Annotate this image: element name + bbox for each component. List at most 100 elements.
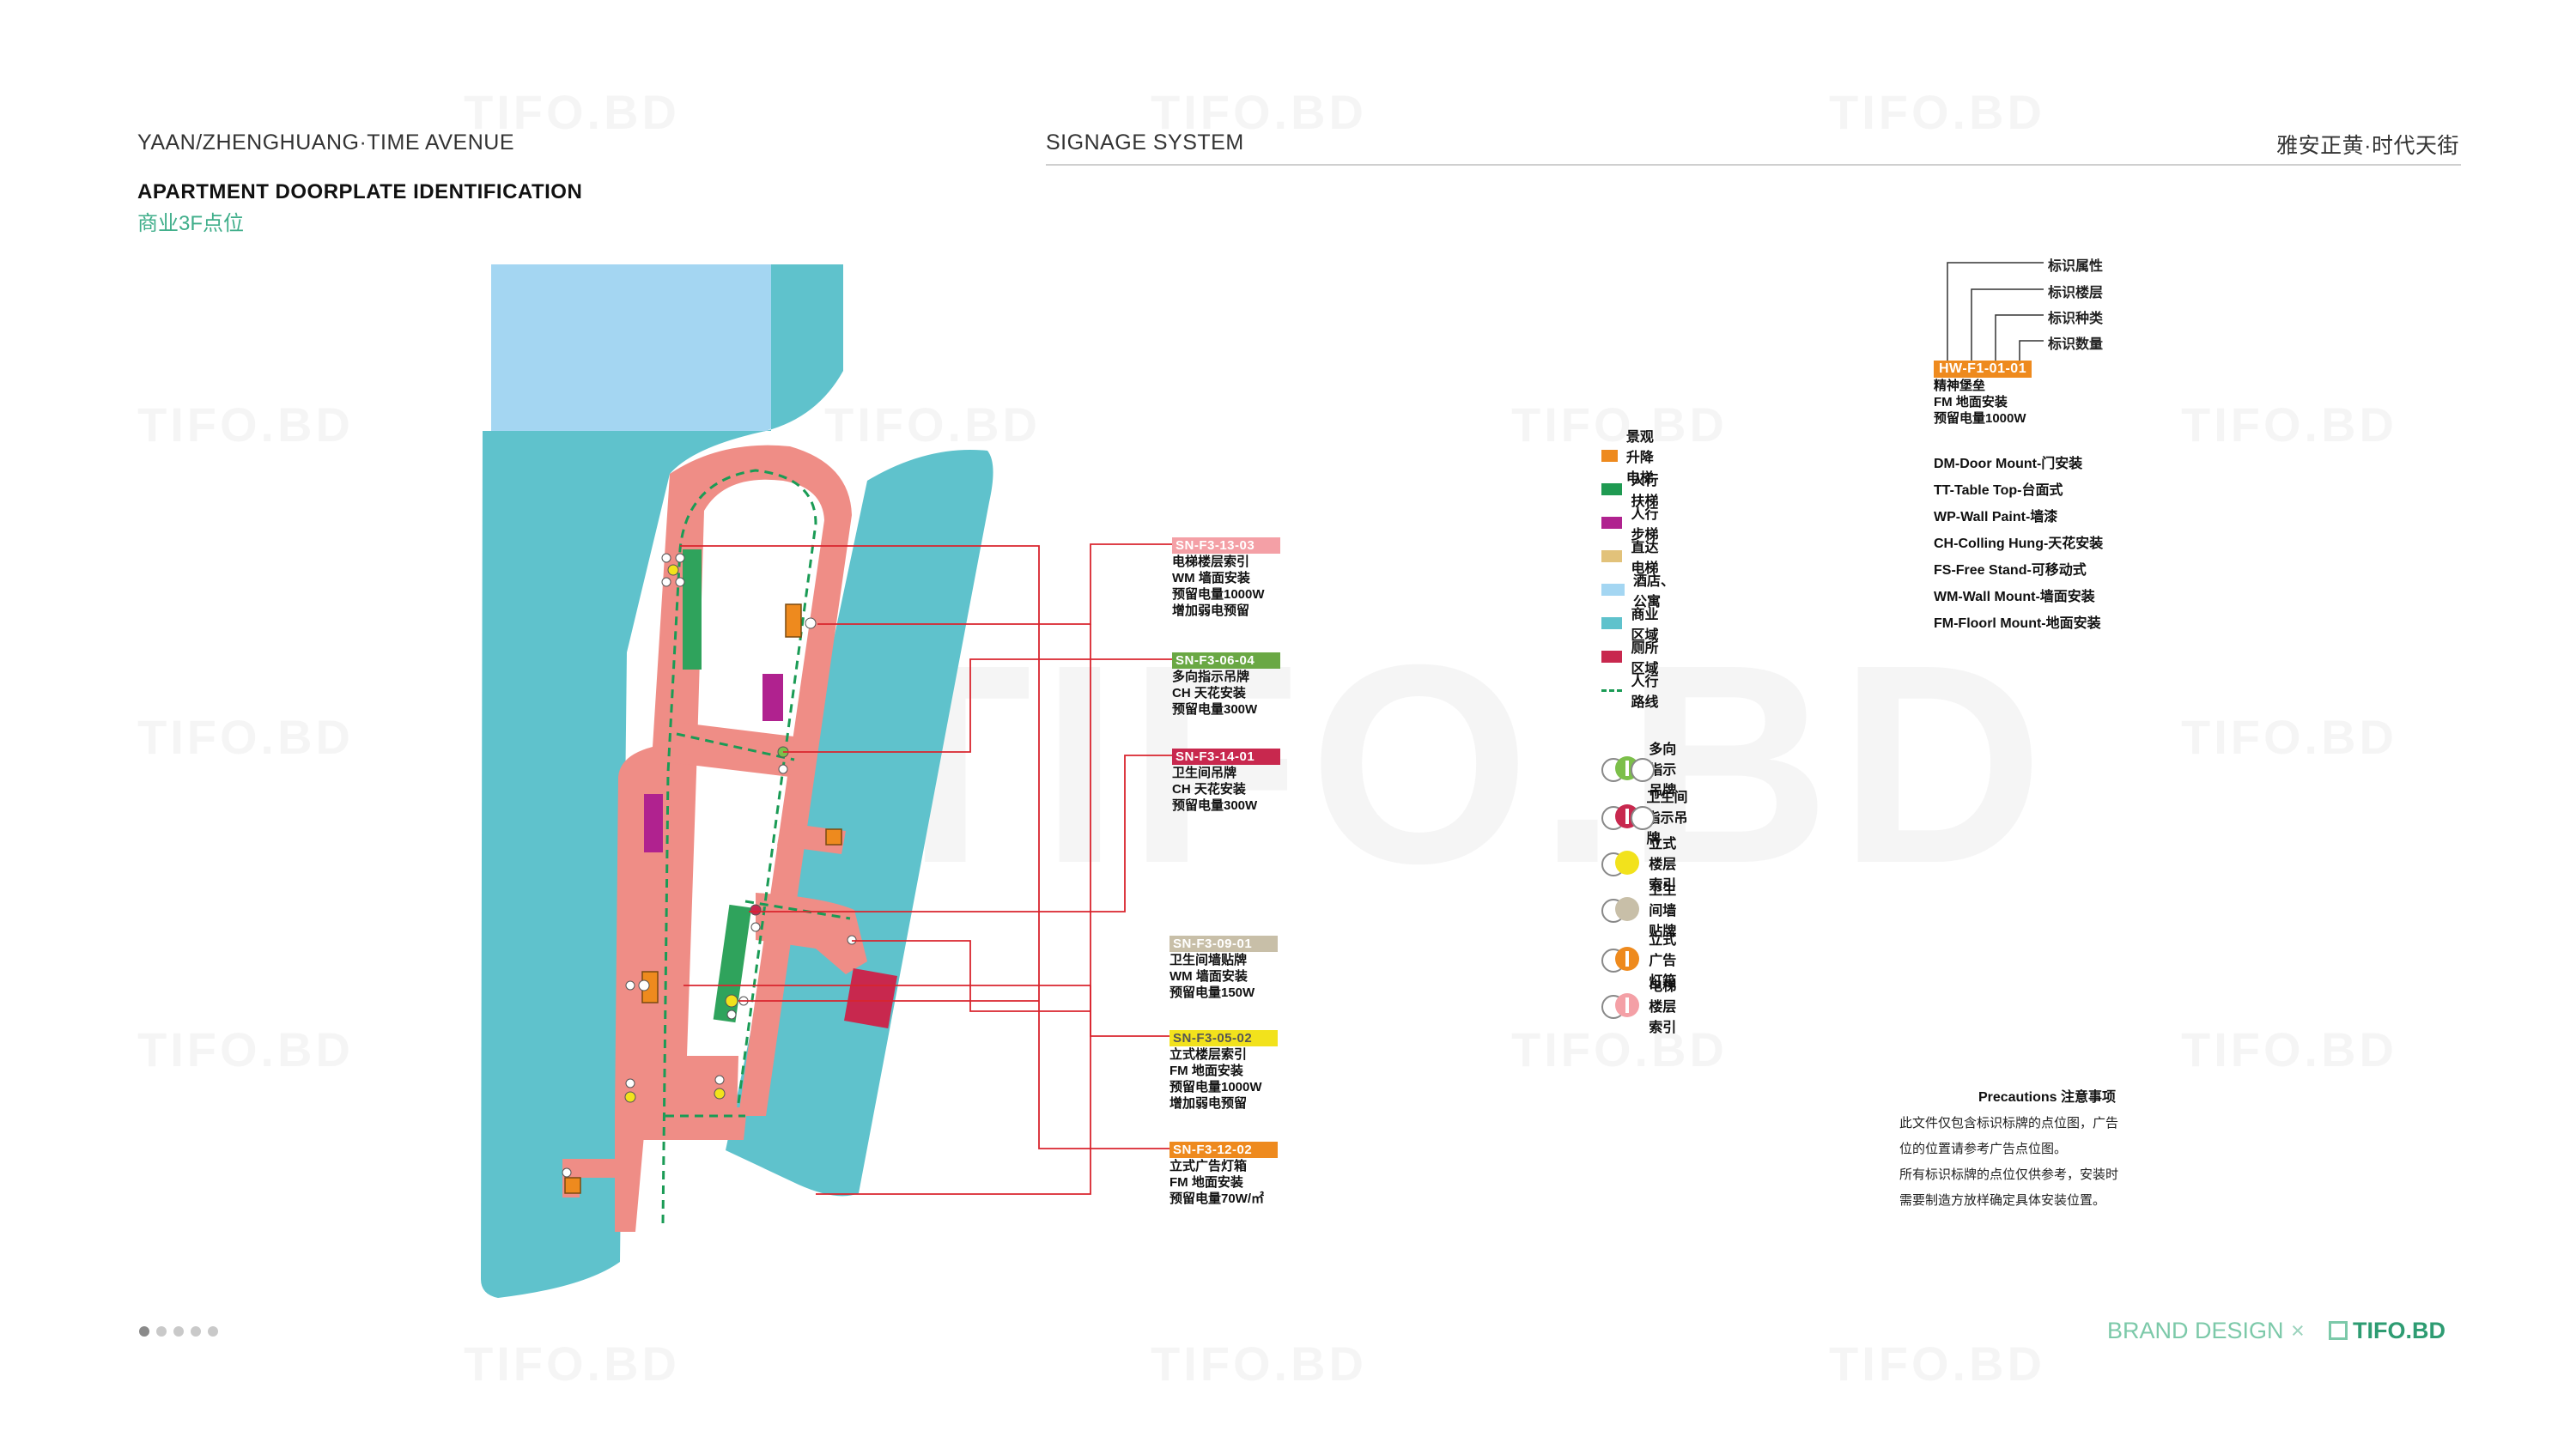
legend-label: 商业区域 <box>1631 608 1659 643</box>
legend-label: 直达电梯 <box>1631 541 1659 576</box>
legend-label: 立式广告灯箱 <box>1649 933 1677 989</box>
callout-line: WM 墙面安装 <box>1170 969 1248 984</box>
tifo-logo-icon <box>2329 1321 2348 1340</box>
callout-line: 卫生间吊牌 <box>1172 766 1237 780</box>
callout-sign: SN-F3-13-03 电梯楼层索引 WM 墙面安装 预留电量1000W 增加弱… <box>1172 537 1301 619</box>
callout-sign: SN-F3-14-01 卫生间吊牌 CH 天花安装 预留电量300W <box>1172 749 1301 814</box>
callout-sign: SN-F3-05-02 立式楼层索引 FM 地面安装 预留电量1000W 增加弱… <box>1170 1030 1298 1112</box>
callout-line: CH 天花安装 <box>1172 686 1246 700</box>
multi-direction-sign-icon <box>1601 755 1655 782</box>
legend-label: 景观升降电梯 <box>1625 430 1654 486</box>
callout-line: 预留电量300W <box>1172 798 1258 813</box>
legend-item: 电梯楼层索引 <box>1601 979 1689 1035</box>
stairs <box>762 674 783 721</box>
elevator-floor-index-icon <box>1601 992 1639 1019</box>
code-line: 精神堡垒 <box>1934 379 1986 393</box>
abbreviation: FM-Floorl Mount-地面安装 <box>1934 616 2101 631</box>
page-dot[interactable] <box>139 1326 149 1337</box>
escalator <box>713 904 752 1023</box>
stairs <box>644 794 663 852</box>
code-part-label: 标识属性 <box>2048 259 2104 274</box>
legend-label: 卫生间墙贴牌 <box>1649 883 1677 939</box>
footer-logo: TIFO.BD <box>2353 1318 2445 1343</box>
color-swatch <box>1601 651 1623 663</box>
abbreviation: TT-Table Top-台面式 <box>1934 483 2063 498</box>
callout-line: 增加弱电预留 <box>1172 603 1250 618</box>
callout-line: 预留电量1000W <box>1170 1080 1262 1094</box>
color-swatch <box>1601 584 1625 596</box>
callout-line: FM 地面安装 <box>1170 1175 1243 1190</box>
color-swatch <box>1601 517 1623 529</box>
callout-line: 增加弱电预留 <box>1170 1096 1248 1111</box>
commercial-area <box>766 264 843 431</box>
legend-label: 多向指示吊牌 <box>1649 743 1677 798</box>
elevator <box>564 603 842 1194</box>
legend-label: 人行扶梯 <box>1631 474 1659 509</box>
abbreviation: FS-Free Stand-可移动式 <box>1934 563 2087 578</box>
legend-item: 人行扶梯 <box>1601 474 1662 509</box>
page-subtitle: 商业3F点位 <box>137 212 245 235</box>
legend-item: 人行步梯 <box>1601 507 1662 543</box>
project-name-cn: 雅安正黄·时代天街 <box>2276 134 2459 158</box>
code-example: HW-F1-01-01 精神堡垒 FM 地面安装 预留电量1000W <box>1934 361 2032 427</box>
legend-label: 卫生间指示吊牌 <box>1646 791 1688 846</box>
legend-label: 人行路线 <box>1631 675 1659 710</box>
abbreviation: DM-Door Mount-门安装 <box>1934 457 2083 471</box>
color-swatch <box>1601 550 1623 562</box>
light-box-icon <box>1601 946 1639 973</box>
precautions-text: 此文件仅包含标识标牌的点位图，广告位的位置请参考广告点位图。 <box>1899 1116 2119 1156</box>
page-indicator[interactable] <box>139 1326 218 1337</box>
callout-code: SN-F3-06-04 <box>1172 652 1280 669</box>
page-title: APARTMENT DOORPLATE IDENTIFICATION <box>137 180 583 203</box>
legend-item: 直达电梯 <box>1601 541 1662 576</box>
color-swatch <box>1601 450 1618 462</box>
callout-code: SN-F3-13-03 <box>1172 537 1280 554</box>
code-line: 预留电量1000W <box>1934 411 2026 426</box>
project-name: YAAN/ZHENGHUANG·TIME AVENUE <box>137 130 515 155</box>
legend-label: 电梯楼层索引 <box>1649 979 1677 1035</box>
page-dot[interactable] <box>208 1326 218 1337</box>
page-dot[interactable] <box>191 1326 201 1337</box>
legend-label: 人行步梯 <box>1631 507 1659 543</box>
header-divider <box>1046 164 2461 166</box>
page-dot[interactable] <box>156 1326 167 1337</box>
callout-line: WM 墙面安装 <box>1172 571 1250 585</box>
callout-line: 多向指示吊牌 <box>1172 670 1250 684</box>
precautions-title: Precautions 注意事项 <box>1978 1090 2116 1105</box>
toilet-area <box>844 967 897 1029</box>
legend-item: 商业区域 <box>1601 608 1662 643</box>
color-swatch <box>1601 483 1623 495</box>
legend-item: 景观升降电梯 <box>1601 430 1662 486</box>
abbreviation: WP-Wall Paint-墙漆 <box>1934 510 2058 524</box>
legend-item: 卫生间指示吊牌 <box>1601 791 1689 846</box>
callout-line: 电梯楼层索引 <box>1172 555 1250 569</box>
code-tag: HW-F1-01-01 <box>1934 361 2032 378</box>
legend-label: 酒店、公寓 <box>1632 574 1674 609</box>
separator: × <box>2291 1318 2305 1343</box>
legend-label: 厕所区域 <box>1631 641 1659 676</box>
code-part-label: 标识种类 <box>2048 312 2104 326</box>
commercial-area <box>726 450 993 1197</box>
legend-item: 酒店、公寓 <box>1601 574 1675 609</box>
callout-line: 卫生间墙贴牌 <box>1170 953 1248 967</box>
toilet-wall-sign-icon <box>1601 896 1639 923</box>
code-part-label: 标识楼层 <box>2048 286 2104 300</box>
callout-line: 立式楼层索引 <box>1170 1047 1248 1062</box>
legend-item: 厕所区域 <box>1601 641 1662 676</box>
code-part-label: 标识数量 <box>2048 337 2104 352</box>
callout-line: 预留电量70W/㎡ <box>1170 1191 1265 1206</box>
brand-design-label: BRAND DESIGN <box>2107 1318 2284 1343</box>
code-line: FM 地面安装 <box>1934 395 2008 409</box>
callout-line: FM 地面安装 <box>1170 1064 1243 1078</box>
callout-code: SN-F3-05-02 <box>1170 1030 1278 1046</box>
hotel-area <box>491 264 843 431</box>
callout-sign: SN-F3-06-04 多向指示吊牌 CH 天花安装 预留电量300W <box>1172 652 1301 718</box>
legend-item: 立式广告灯箱 <box>1601 933 1689 989</box>
standing-floor-index-icon <box>1601 850 1639 876</box>
legend-label: 立式楼层索引 <box>1649 837 1677 893</box>
precautions-text: 所有标识标牌的点位仅供参考，安装时需要制造方放样确定具体安装位置。 <box>1899 1167 2119 1208</box>
page-dot[interactable] <box>173 1326 184 1337</box>
callout-line: 立式广告灯箱 <box>1170 1159 1248 1173</box>
section-name: SIGNAGE SYSTEM <box>1046 130 1244 155</box>
